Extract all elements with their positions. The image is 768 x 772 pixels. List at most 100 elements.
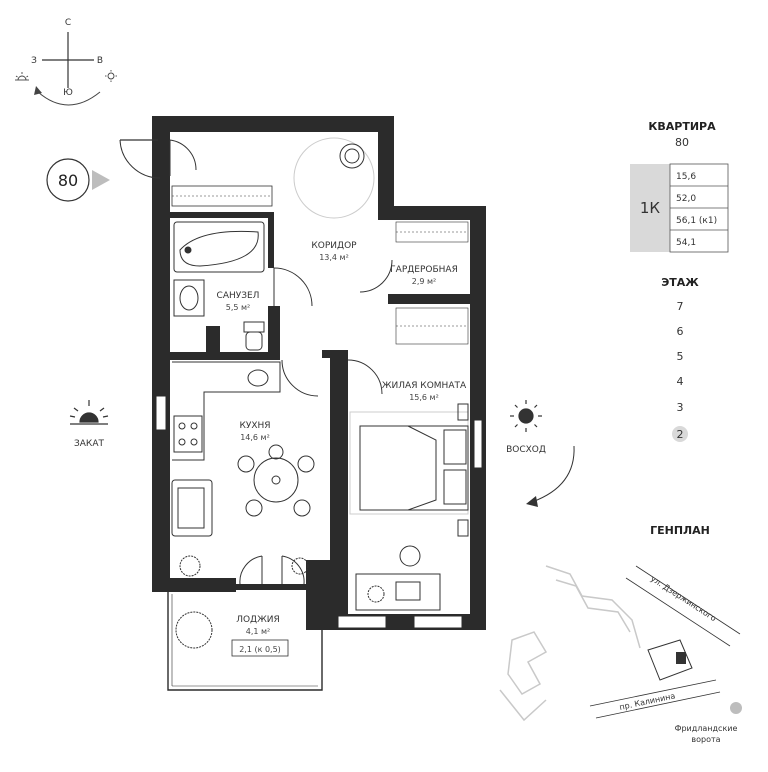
- bath-pillar: [206, 326, 220, 352]
- genplan-buildings: [499, 565, 693, 722]
- kitchen-sink-icon: [247, 369, 269, 387]
- entrance-arrow-icon: [92, 170, 110, 190]
- wall-kitchen-bottom-left: [152, 578, 236, 592]
- room-corridor-name: КОРИДОР: [311, 241, 357, 251]
- apartment-info: КВАРТИРА 80 1К 15,6 52,0 56,1 (к1) 54,1 …: [630, 120, 729, 442]
- floor-4[interactable]: 4: [677, 375, 684, 388]
- landmark-line2: ворота: [691, 735, 720, 744]
- area-living: 15,6: [676, 172, 696, 182]
- small-sunset-icon: [15, 72, 29, 81]
- small-sunrise-icon: [105, 70, 117, 82]
- floor-7[interactable]: 7: [677, 300, 684, 313]
- entrance-door-icon: [119, 139, 197, 179]
- desk-icon: [355, 545, 441, 611]
- room-loggia-name: ЛОДЖИЯ: [236, 615, 280, 625]
- floor-5[interactable]: 5: [677, 350, 684, 363]
- wall-bathroom-right-lower: [268, 306, 280, 358]
- compass: С З В Ю: [15, 18, 117, 106]
- sunrise-label: ВОСХОД: [506, 445, 546, 455]
- window-living-left: [337, 615, 387, 629]
- wall-outer-left: [152, 116, 170, 592]
- floor-6[interactable]: 6: [677, 325, 684, 338]
- bed-icon: [349, 403, 469, 537]
- compass-west: З: [31, 56, 37, 66]
- wardrobe-shelves: [395, 221, 469, 345]
- floor-2[interactable]: 2: [677, 428, 684, 441]
- area-net: 54,1: [676, 238, 696, 248]
- apartment-heading: КВАРТИРА: [648, 120, 716, 133]
- landmark-dot: [730, 702, 742, 714]
- windows: [155, 395, 483, 629]
- plant-icon: [179, 555, 309, 577]
- corridor-armchair: [339, 143, 365, 169]
- room-kitchen-area: 14,6 м²: [240, 433, 270, 442]
- bathtub-icon: [173, 221, 265, 273]
- loggia-door-sill: [236, 584, 306, 590]
- wall-outer-right: [470, 206, 486, 630]
- area-with-coef: 56,1 (к1): [676, 216, 717, 226]
- sunrise-arrowhead: [526, 496, 538, 507]
- apartment-marker-number: 80: [58, 171, 78, 190]
- loggia-outline: [167, 592, 323, 691]
- floor-heading: ЭТАЖ: [661, 276, 699, 289]
- window-living-side: [473, 419, 483, 469]
- wall-wardrobe-top: [378, 206, 486, 220]
- compass-arc: [37, 91, 101, 106]
- sunrise-block: ВОСХОД: [506, 400, 575, 507]
- wall-bathroom-right-upper: [268, 212, 274, 268]
- room-corridor-area: 13,4 м²: [319, 253, 349, 262]
- genplan-building-marker: [676, 652, 686, 664]
- room-wardrobe-area: 2,9 м²: [412, 277, 437, 286]
- sunset-label: ЗАКАТ: [74, 439, 104, 449]
- wall-bathroom-top: [170, 212, 274, 218]
- compass-east: В: [97, 56, 103, 66]
- apartment-type-box: [630, 164, 670, 252]
- apartment-marker-circle: [46, 158, 90, 202]
- area-total: 52,0: [676, 194, 696, 204]
- fixtures: [119, 137, 469, 649]
- apartment-type: 1К: [640, 199, 661, 217]
- sunset-icon: [69, 400, 109, 425]
- genplan: ГЕНПЛАН ул. Дзержинского пр. Калинина Фр…: [499, 524, 742, 744]
- kitchen-armchair-icon: [171, 479, 213, 537]
- apartment-marker: 80: [46, 158, 110, 202]
- floor-3[interactable]: 3: [677, 401, 684, 414]
- loggia-note: 2,1 (к 0,5): [239, 645, 281, 654]
- floor-current-highlight: [672, 426, 688, 442]
- window-kitchen-left: [155, 395, 167, 431]
- kitchen-door-swing: [281, 359, 319, 397]
- sunset-block: ЗАКАТ: [69, 400, 109, 449]
- toilet-icon: [243, 321, 265, 351]
- wall-right-upper: [378, 116, 394, 218]
- loggia-door-icon: [239, 555, 305, 585]
- compass-north: С: [65, 18, 71, 28]
- stove-icon: [173, 415, 203, 453]
- compass-south: Ю: [63, 88, 73, 98]
- room-living-name: ЖИЛАЯ КОМНАТА: [382, 381, 467, 391]
- wardrobe-door-swing: [359, 259, 393, 293]
- room-bathroom-area: 5,5 м²: [226, 303, 251, 312]
- genplan-streets: [589, 565, 741, 719]
- room-wardrobe-name: ГАРДЕРОБНАЯ: [390, 265, 458, 275]
- bathroom-door-swing: [273, 267, 313, 307]
- wall-outer-top: [152, 116, 388, 132]
- sunrise-icon: [510, 400, 542, 432]
- sunrise-arc: [531, 445, 575, 503]
- genplan-heading: ГЕНПЛАН: [650, 524, 710, 537]
- corridor-round-rug: [293, 137, 375, 219]
- room-labels: КОРИДОР 13,4 м² ГАРДЕРОБНАЯ 2,9 м² САНУЗ…: [217, 241, 467, 636]
- loggia-note-box: [231, 639, 289, 657]
- apartment-areas-table: [669, 163, 729, 253]
- plan-walls: [152, 116, 486, 630]
- loggia-walls: [167, 592, 323, 691]
- room-bathroom-name: САНУЗЕЛ: [217, 291, 260, 301]
- room-loggia-area: 4,1 м²: [246, 627, 271, 636]
- bathroom-sink-icon: [173, 279, 205, 317]
- wall-wardrobe-bottom: [388, 294, 480, 304]
- living-door-swing: [347, 359, 383, 395]
- room-kitchen-name: КУХНЯ: [239, 421, 270, 431]
- room-living-area: 15,6 м²: [409, 393, 439, 402]
- loggia-plant-icon: [175, 611, 213, 649]
- landmark-line1: Фридландские: [675, 724, 738, 733]
